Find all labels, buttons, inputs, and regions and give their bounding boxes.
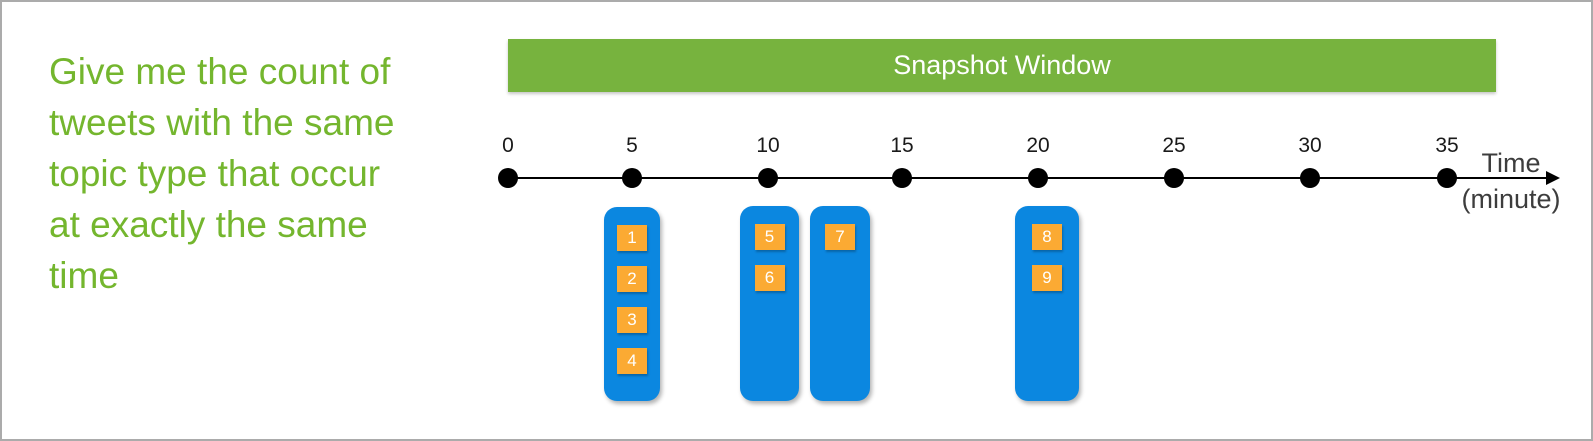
question-line: tweets with the same [49, 102, 395, 143]
tweet-group-4: 8 9 [1015, 206, 1079, 401]
tweet-item: 8 [1032, 224, 1062, 250]
timeline-dot-icon [1164, 168, 1184, 188]
timeline-dot-icon [1300, 168, 1320, 188]
tweet-item: 4 [617, 348, 647, 374]
tick-label: 10 [756, 134, 780, 157]
timeline-dot-icon [758, 168, 778, 188]
tweet-item: 3 [617, 307, 647, 333]
timeline-dot-icon [622, 168, 642, 188]
tweet-group-1: 1 2 3 4 [604, 207, 660, 401]
tweet-item: 2 [617, 266, 647, 292]
tick-label: 0 [502, 134, 514, 157]
tweet-item: 9 [1032, 265, 1062, 291]
tweet-item: 5 [754, 224, 785, 250]
axis-title-line2: (minute) [1461, 184, 1561, 214]
timeline-dot-icon [892, 168, 912, 188]
question-line: time [49, 255, 119, 296]
tick-label: 20 [1026, 134, 1050, 157]
question-line: Give me the count of [49, 51, 391, 92]
tick-label: 5 [626, 134, 638, 157]
question-line: at exactly the same [49, 204, 368, 245]
timeline-arrowhead-icon [1546, 171, 1560, 185]
tick-label: 25 [1162, 134, 1186, 157]
tick-label: 15 [890, 134, 914, 157]
axis-title: Time (minute) [1450, 145, 1572, 217]
question-line: topic type that occur [49, 153, 381, 194]
timeline-dot-icon [1028, 168, 1048, 188]
tick-label: 35 [1435, 134, 1459, 157]
question-text: Give me the count of tweets with the sam… [49, 46, 449, 301]
timeline-dot-icon [1437, 168, 1457, 188]
timeline-dot-icon [498, 168, 518, 188]
snapshot-window-bar: Snapshot Window [508, 39, 1496, 92]
axis-title-line1: Time [1481, 148, 1541, 178]
tweet-group-3: 7 [810, 206, 870, 401]
tick-label: 30 [1298, 134, 1322, 157]
tweet-item: 1 [617, 225, 647, 251]
snapshot-window-label: Snapshot Window [893, 50, 1111, 80]
tweet-group-2: 5 6 [740, 206, 799, 401]
tweet-item: 6 [754, 265, 785, 291]
tweet-item: 7 [825, 224, 855, 250]
